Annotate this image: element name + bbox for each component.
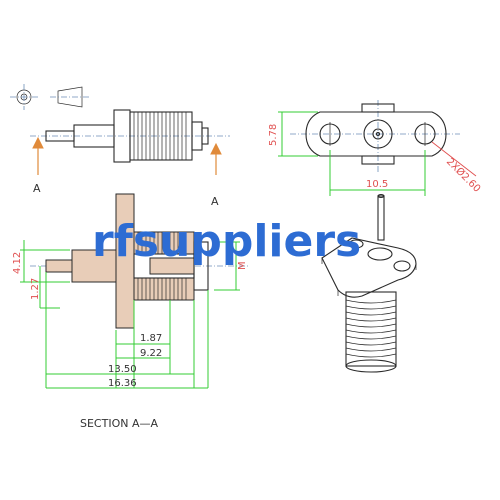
dim-width: 10.5 [366,179,388,190]
dim-height: 5.78 [268,124,279,146]
dim-m-thread: M [237,261,248,270]
dim-16-36: 16.36 [108,378,137,389]
section-arrow-left [32,136,44,175]
side-view [30,109,230,163]
dim-9-22: 9.22 [140,348,162,359]
projection-symbol [10,84,90,110]
section-arrow-right [210,142,222,175]
front-view [290,100,460,172]
isometric-view [321,193,417,373]
section-mark-right: A [211,195,219,208]
dim-13-50: 13.50 [108,364,137,375]
dim-1-27: 1.27 [30,278,41,300]
section-view [30,193,250,329]
dim-1-87: 1.87 [140,333,162,344]
section-dims [20,240,240,389]
front-view-dims [278,111,477,196]
watermark-text: rfsuppliers [92,216,361,267]
section-title: SECTION A—A [80,417,158,430]
dim-4-12: 4.12 [12,252,23,274]
section-mark-left: A [33,182,41,195]
dim-holes: 2XØ2.60 [444,156,483,195]
